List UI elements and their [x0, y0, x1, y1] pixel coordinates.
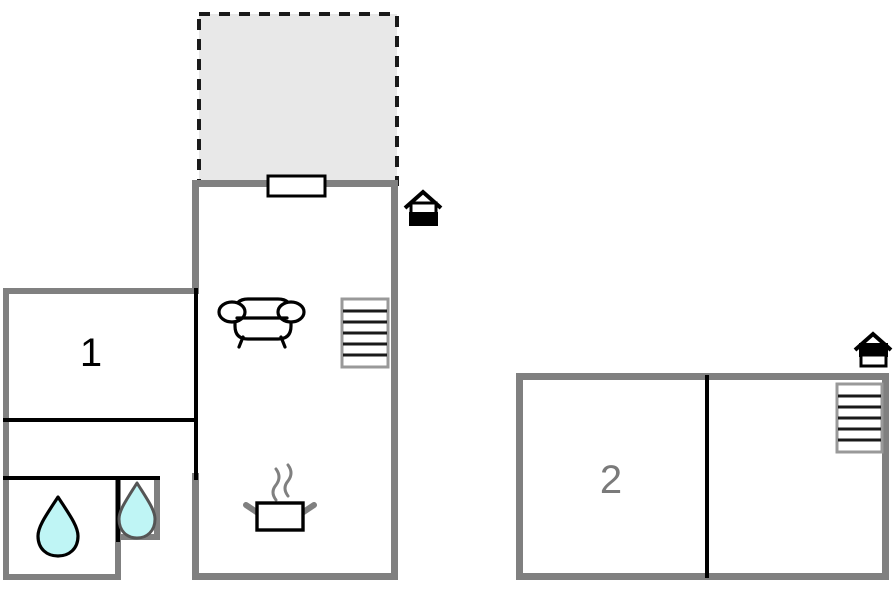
sofa-leg-right — [279, 335, 287, 349]
water-drop-icon-bathroom-small — [117, 481, 157, 540]
terrace-area — [197, 12, 399, 186]
alcove-right-wall — [154, 478, 160, 540]
staircase-unit2-steps — [838, 394, 881, 442]
room-number-1: 1 — [80, 331, 102, 375]
house-body-lower — [859, 353, 888, 368]
left-block-left-wall — [3, 288, 9, 580]
living-room-left-wall-upper — [192, 180, 199, 292]
left-block-bottom-wall — [3, 574, 121, 580]
house-body-lower-filled — [409, 212, 438, 226]
sofa-leg-left — [237, 335, 245, 349]
staircase-icon-unit2 — [835, 382, 884, 454]
steam-wisp-left — [271, 467, 281, 502]
left-block-right-wall-lower — [192, 473, 199, 580]
unit2-left-wall — [516, 373, 523, 580]
living-room-right-wall — [391, 180, 398, 580]
entry-door-opening-rect[interactable] — [266, 174, 327, 198]
unit2-bottom-wall — [516, 573, 889, 580]
staircase-icon-unit1 — [340, 297, 390, 369]
exterior-walls — [3, 180, 889, 580]
left-block-top-wall — [3, 288, 199, 294]
house-entrance-icon-unit1[interactable] — [403, 189, 443, 226]
water-drop-icon-bathroom-large — [36, 495, 80, 558]
staircase-unit1-steps — [343, 309, 387, 357]
steam-wisp-right — [283, 463, 293, 498]
room-number-2: 2 — [600, 458, 622, 502]
entry-door-opening[interactable] — [266, 174, 327, 198]
house-entrance-icon-unit2[interactable] — [853, 331, 893, 368]
pot-body — [255, 501, 305, 532]
sofa-back — [233, 297, 293, 341]
unit2-top-wall — [516, 373, 889, 380]
water-drop-shape — [117, 481, 157, 540]
water-drop-shape — [36, 495, 80, 558]
living-room-bottom-wall — [192, 573, 398, 580]
terrace-rectangle — [197, 12, 399, 186]
cooking-pot-icon — [243, 463, 317, 532]
unit2-right-wall — [882, 373, 889, 580]
sofa-icon — [217, 297, 306, 349]
pot-steam — [271, 463, 293, 502]
interior-walls — [3, 288, 709, 578]
